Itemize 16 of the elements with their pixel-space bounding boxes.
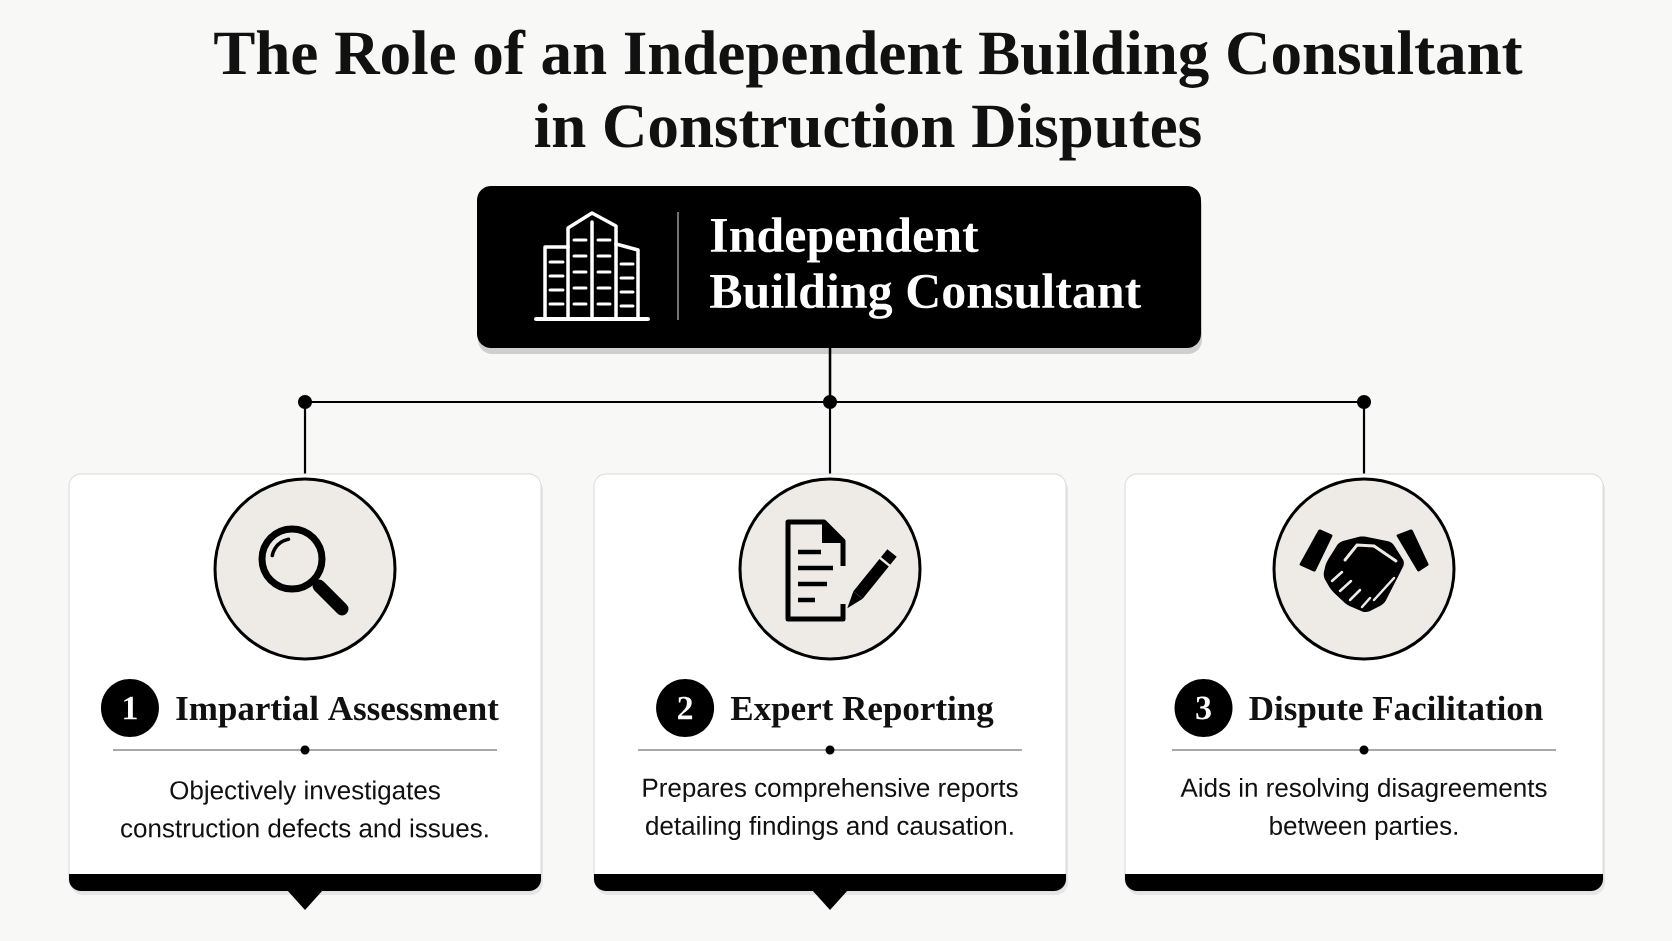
header-box	[477, 186, 1202, 354]
title: The Role of an Independent Building Consultant in Construction Disputes	[214, 29, 1523, 161]
description: Aids in resolving disagreements between parties.	[1180, 777, 1547, 841]
card	[68, 473, 543, 895]
number-badge: 1	[100, 679, 159, 737]
card	[593, 473, 1068, 895]
heading: Independent Building Consultant	[710, 217, 1142, 319]
heading: Expert Reporting	[730, 695, 994, 728]
heading: Impartial Assessment	[176, 695, 499, 728]
card	[1124, 473, 1605, 895]
connector-line	[828, 348, 1366, 474]
description: Prepares comprehensive reports detailing findings and causation.	[643, 777, 1018, 841]
heading: Dispute Facilitation	[1249, 695, 1543, 728]
description: Objectively investigates construction defects and issues.	[121, 780, 488, 838]
number-badge: 3	[1174, 679, 1233, 737]
number-badge: 2	[656, 679, 715, 737]
